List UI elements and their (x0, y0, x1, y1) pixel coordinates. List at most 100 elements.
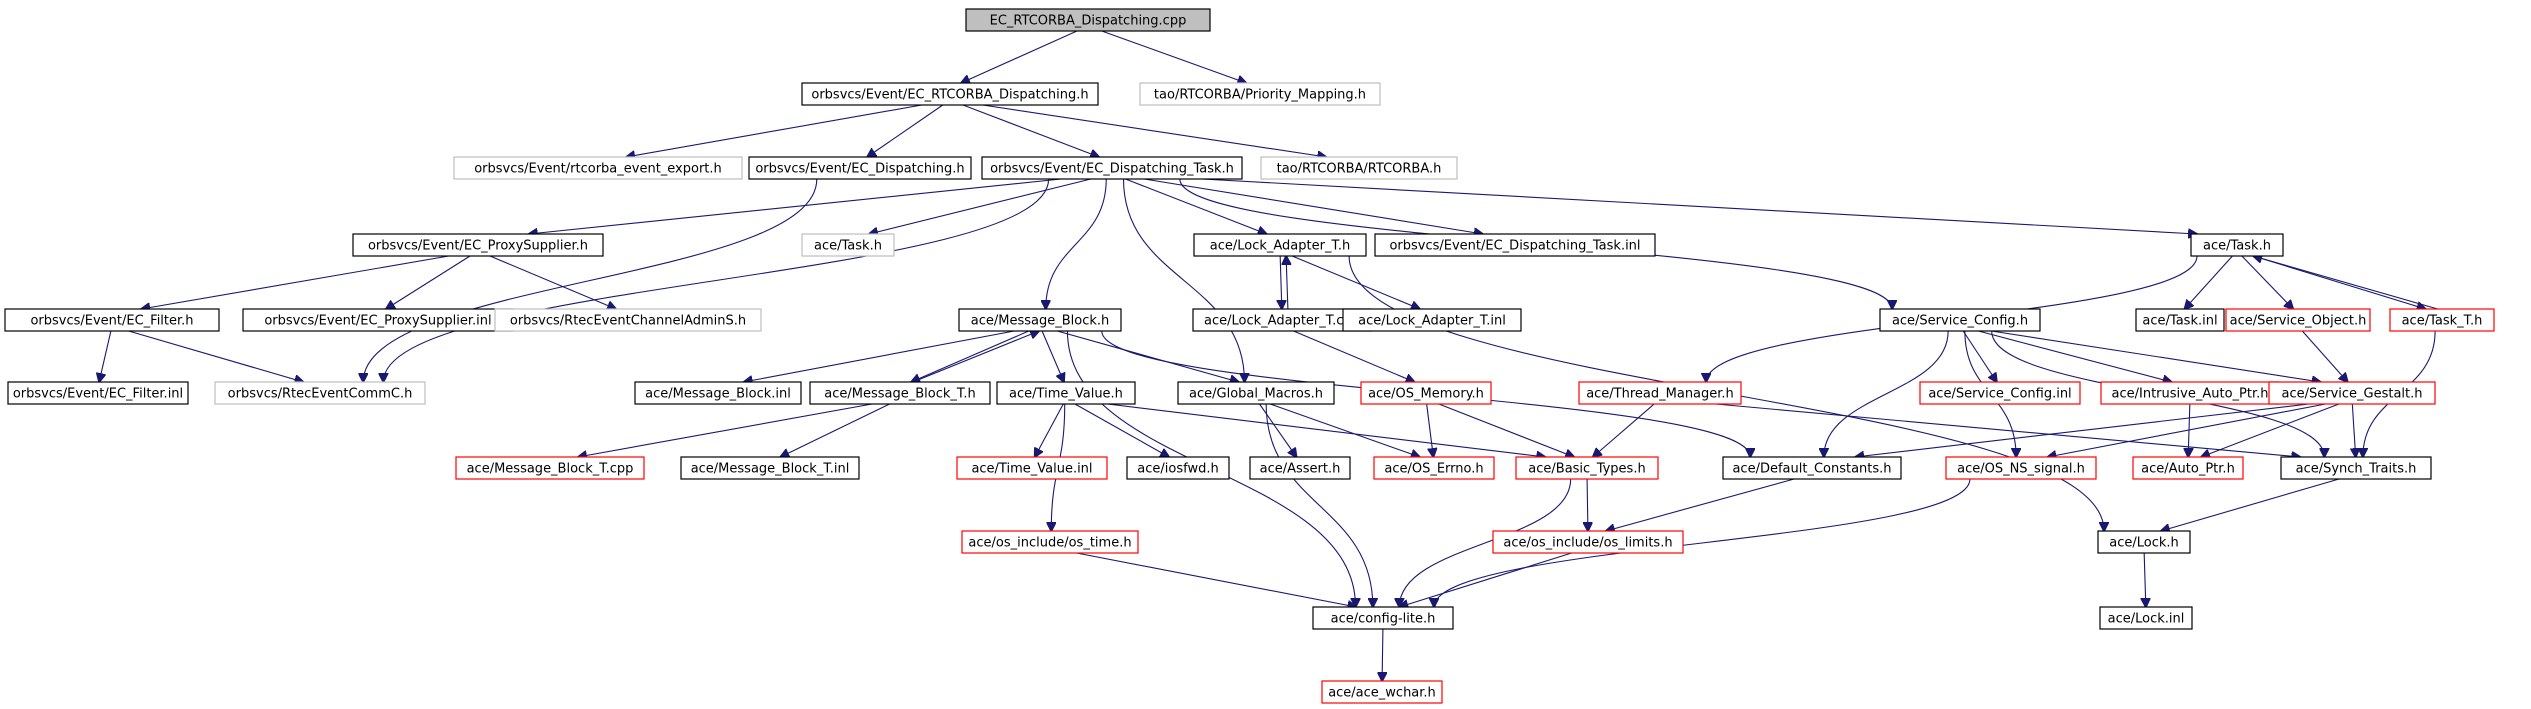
edge-os_memory_h-to-basic_types_h (1438, 403, 1574, 457)
node-rtec-admin-s[interactable]: orbsvcs/RtecEventChannelAdminS.h (494, 308, 762, 332)
node-box[interactable] (7, 381, 189, 405)
node-box[interactable] (965, 8, 1211, 32)
node-box[interactable] (1312, 606, 1454, 630)
node-assert-h[interactable]: ace/Assert.h (1249, 456, 1351, 480)
node-os-limits-h[interactable]: ace/os_include/os_limits.h (1492, 530, 1684, 554)
node-box[interactable] (801, 82, 1099, 106)
node-service-config-inl[interactable]: ace/Service_Config.inl (1919, 381, 2081, 405)
node-box[interactable] (748, 156, 972, 180)
node-box[interactable] (981, 156, 1243, 180)
node-lock-inl[interactable]: ace/Lock.inl (2099, 606, 2193, 630)
node-lock-adapter-cpp[interactable]: ace/Lock_Adapter_T.cpp (1192, 308, 1372, 332)
node-box[interactable] (1139, 82, 1381, 106)
node-box[interactable] (1515, 456, 1659, 480)
node-os-time-h[interactable]: ace/os_include/os_time.h (961, 530, 1139, 554)
node-proxy-supplier-h[interactable]: orbsvcs/Event/EC_ProxySupplier.h (352, 233, 604, 257)
node-prio-map[interactable]: tao/RTCORBA/Priority_Mapping.h (1139, 82, 1381, 106)
node-box[interactable] (2225, 308, 2371, 332)
node-box[interactable] (1249, 456, 1351, 480)
node-box[interactable] (961, 530, 1139, 554)
node-rtcorba-export[interactable]: orbsvcs/Event/rtcorba_event_export.h (453, 156, 743, 180)
node-box[interactable] (1193, 233, 1367, 257)
node-box[interactable] (2132, 456, 2244, 480)
node-synch-traits-h[interactable]: ace/Synch_Traits.h (2280, 456, 2432, 480)
node-box[interactable] (1374, 233, 1656, 257)
node-box[interactable] (4, 308, 220, 332)
node-os-errno-h[interactable]: ace/OS_Errno.h (1373, 456, 1495, 480)
node-rtec-comm-c[interactable]: orbsvcs/RtecEventCommC.h (214, 381, 426, 405)
node-time-value-inl[interactable]: ace/Time_Value.inl (956, 456, 1108, 480)
node-box[interactable] (1945, 456, 2097, 480)
node-proxy-supplier-inl[interactable]: orbsvcs/Event/EC_ProxySupplier.inl (242, 308, 514, 332)
node-auto-ptr-h[interactable]: ace/Auto_Ptr.h (2132, 456, 2244, 480)
edge-ec_disp_task_h-to-lock_adapter_h (1125, 178, 1266, 234)
node-box[interactable] (1879, 308, 2041, 332)
node-time-value-h[interactable]: ace/Time_Value.h (996, 381, 1136, 405)
node-msg-block-t-h[interactable]: ace/Message_Block_T.h (809, 381, 991, 405)
node-rtcorba-h[interactable]: tao/RTCORBA/RTCORBA.h (1260, 156, 1458, 180)
node-box[interactable] (680, 456, 860, 480)
node-lock-adapter-inl[interactable]: ace/Lock_Adapter_T.inl (1342, 308, 1522, 332)
node-box[interactable] (214, 381, 426, 405)
node-iosfwd-h[interactable]: ace/iosfwd.h (1126, 456, 1230, 480)
node-box[interactable] (2099, 606, 2193, 630)
node-global-macros-h[interactable]: ace/Global_Macros.h (1177, 381, 1335, 405)
node-box[interactable] (1321, 680, 1443, 704)
node-lock-adapter-h[interactable]: ace/Lock_Adapter_T.h (1193, 233, 1367, 257)
node-ace-wchar-h[interactable]: ace/ace_wchar.h (1321, 680, 1443, 704)
node-service-gestalt-h[interactable]: ace/Service_Gestalt.h (2268, 381, 2436, 405)
node-box[interactable] (956, 456, 1108, 480)
node-msg-block-inl[interactable]: ace/Message_Block.inl (634, 381, 802, 405)
node-label: ace/Time_Value.inl (971, 462, 1092, 477)
node-os-ns-signal-h[interactable]: ace/OS_NS_signal.h (1945, 456, 2097, 480)
node-box[interactable] (1342, 308, 1522, 332)
node-task-t-h[interactable]: ace/Task_T.h (2389, 308, 2495, 332)
node-box[interactable] (1722, 456, 1902, 480)
node-os-memory-h[interactable]: ace/OS_Memory.h (1360, 381, 1492, 405)
node-task-inl[interactable]: ace/Task.inl (2135, 308, 2225, 332)
node-msg-block-t-inl[interactable]: ace/Message_Block_T.inl (680, 456, 860, 480)
node-box[interactable] (1260, 156, 1458, 180)
node-ec-filter-inl[interactable]: orbsvcs/Event/EC_Filter.inl (7, 381, 189, 405)
node-box[interactable] (453, 156, 743, 180)
node-service-config-h[interactable]: ace/Service_Config.h (1879, 308, 2041, 332)
node-lock-h[interactable]: ace/Lock.h (2097, 530, 2191, 554)
node-box[interactable] (1177, 381, 1335, 405)
node-msg-block-h[interactable]: ace/Message_Block.h (958, 308, 1122, 332)
node-task-h-gray[interactable]: ace/Task.h (801, 233, 895, 257)
node-box[interactable] (2389, 308, 2495, 332)
node-box[interactable] (1919, 381, 2081, 405)
node-ec-rtd-h[interactable]: orbsvcs/Event/EC_RTCORBA_Dispatching.h (801, 82, 1099, 106)
node-thread-manager-h[interactable]: ace/Thread_Manager.h (1578, 381, 1742, 405)
node-default-constants-h[interactable]: ace/Default_Constants.h (1722, 456, 1902, 480)
node-intrusive-auto-ptr-h[interactable]: ace/Intrusive_Auto_Ptr.h (2100, 381, 2280, 405)
node-ec-disp-h[interactable]: orbsvcs/Event/EC_Dispatching.h (748, 156, 972, 180)
node-root[interactable]: EC_RTCORBA_Dispatching.cpp (965, 8, 1211, 32)
node-config-lite-h[interactable]: ace/config-lite.h (1312, 606, 1454, 630)
node-box[interactable] (352, 233, 604, 257)
node-box[interactable] (634, 381, 802, 405)
node-box[interactable] (809, 381, 991, 405)
node-box[interactable] (1360, 381, 1492, 405)
node-box[interactable] (2268, 381, 2436, 405)
node-basic-types-h[interactable]: ace/Basic_Types.h (1515, 456, 1659, 480)
node-box[interactable] (958, 308, 1122, 332)
node-box[interactable] (1373, 456, 1495, 480)
node-box[interactable] (1578, 381, 1742, 405)
node-box[interactable] (2190, 233, 2284, 257)
node-ace-task-h[interactable]: ace/Task.h (2190, 233, 2284, 257)
node-disp-task-inl[interactable]: orbsvcs/Event/EC_Dispatching_Task.inl (1374, 233, 1656, 257)
node-box[interactable] (996, 381, 1136, 405)
node-service-object-h[interactable]: ace/Service_Object.h (2225, 308, 2371, 332)
node-box[interactable] (1126, 456, 1230, 480)
node-msg-block-t-cpp[interactable]: ace/Message_Block_T.cpp (455, 456, 645, 480)
node-box[interactable] (2280, 456, 2432, 480)
node-box[interactable] (455, 456, 645, 480)
node-box[interactable] (2135, 308, 2225, 332)
node-box[interactable] (494, 308, 762, 332)
node-box[interactable] (1492, 530, 1684, 554)
node-box[interactable] (2097, 530, 2191, 554)
node-box[interactable] (801, 233, 895, 257)
node-ec-disp-task-h[interactable]: orbsvcs/Event/EC_Dispatching_Task.h (981, 156, 1243, 180)
node-ec-filter-h[interactable]: orbsvcs/Event/EC_Filter.h (4, 308, 220, 332)
